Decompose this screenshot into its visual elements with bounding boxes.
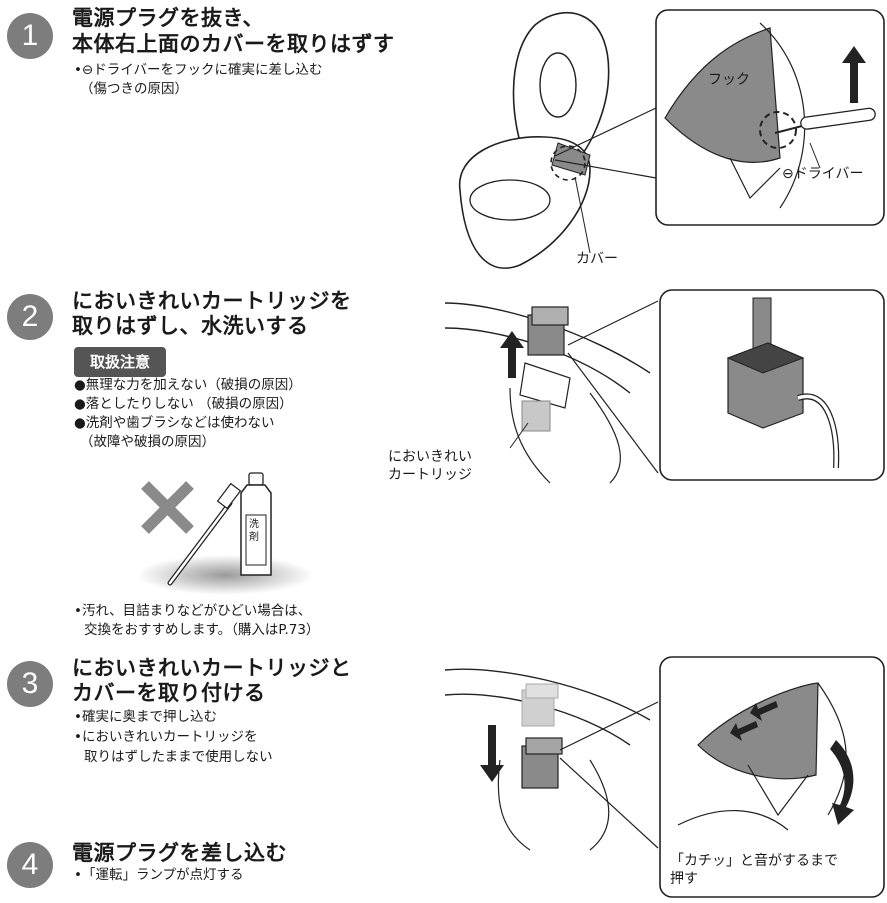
step-1-note-1: •⊖ドライバーをフックに確実に差し込む xyxy=(74,62,323,78)
detergent-label-2: 剤 xyxy=(249,532,259,543)
no-brush-detergent-illustration xyxy=(137,472,313,595)
caution-2: ●落としたりしない （破損の原因） xyxy=(74,396,293,412)
detergent-label-1: 洗 xyxy=(249,519,259,530)
caution-4: （故障や破損の原因） xyxy=(80,434,215,450)
cartridge-label-2: カートリッジ xyxy=(388,467,472,483)
driver-label: ⊖ドライバー xyxy=(782,166,864,182)
zoom-panel-step3 xyxy=(659,656,885,898)
zoom-panel-step2 xyxy=(659,289,885,481)
step-3-title-line2: カバーを取り付ける xyxy=(72,681,266,705)
step-4-note-1: •「運転」ランプが点灯する xyxy=(74,867,244,883)
cover-label: カバー xyxy=(576,251,618,267)
caution-badge: 取扱注意 xyxy=(74,347,167,377)
hook-label: フック xyxy=(708,72,750,88)
step-2-title-line1: においきれいカートリッジを xyxy=(72,289,352,313)
cartridge-insertion-illustration xyxy=(444,668,659,851)
step-3-title-line1: においきれいカートリッジと xyxy=(72,656,352,680)
step-3-note-1: •確実に奥まで押し込む xyxy=(74,709,217,725)
step-number-3: 3 xyxy=(7,661,53,707)
caution-1: ●無理な力を加えない（破損の原因） xyxy=(74,377,302,393)
toilet-illustration-step1 xyxy=(458,11,610,269)
step-number-1: 1 xyxy=(7,13,53,59)
step-number-2: 2 xyxy=(7,294,53,340)
caution-3: ●洗剤や歯ブラシなどは使わない xyxy=(74,415,275,431)
step-2-title-line2: 取りはずし、水洗いする xyxy=(72,314,309,338)
step-2-note-2: 交換をおすすめします。（購入はP.73） xyxy=(84,622,320,638)
step-2-note-1: •汚れ、目詰まりなどがひどい場合は、 xyxy=(74,603,312,619)
zoom-panel-step1 xyxy=(554,9,885,226)
step-3-note-2: •においきれいカートリッジを xyxy=(74,729,258,745)
cartridge-removal-illustration xyxy=(444,300,659,484)
callout-line2: 押す xyxy=(670,871,698,887)
step-1-note-2: （傷つきの原因） xyxy=(80,81,188,97)
step-1-title-line1: 電源プラグを抜き、 xyxy=(72,6,265,30)
step-3-note-3: 取りはずしたままで使用しない xyxy=(84,749,273,765)
step-4-title-line1: 電源プラグを差し込む xyxy=(72,841,287,865)
callout-line1: 「カチッ」と音がするまで xyxy=(670,853,838,869)
step-number-4: 4 xyxy=(7,842,53,888)
step-1-title-line2: 本体右上面のカバーを取りはずす xyxy=(72,32,395,56)
cartridge-label-1: においきれい xyxy=(388,449,472,465)
